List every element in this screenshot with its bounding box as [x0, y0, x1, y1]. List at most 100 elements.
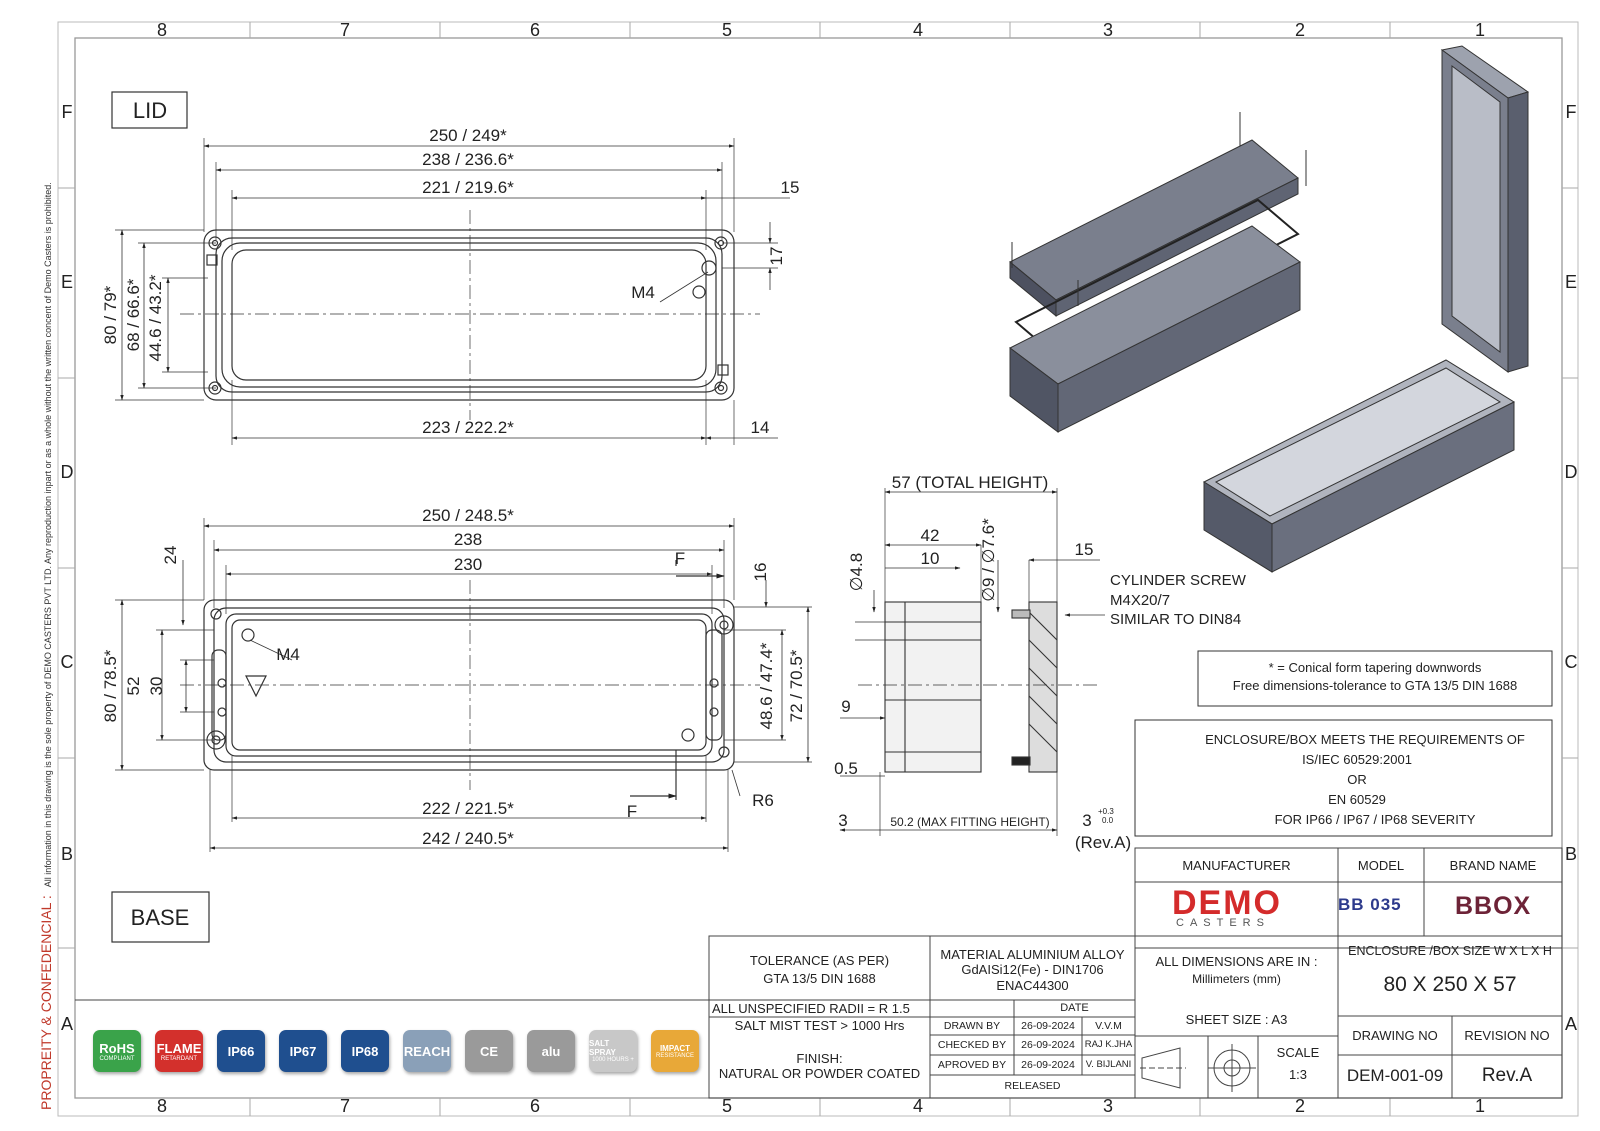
badge-ce: CE	[465, 1030, 513, 1072]
demo-logo: DEMO	[1172, 884, 1282, 922]
col-label: 7	[340, 20, 350, 40]
row-label: A	[1565, 1014, 1577, 1034]
section-dimension-text: 57 (TOTAL HEIGHT) 42 10 ∅4.8 ∅9 / ∅7.6* …	[834, 473, 1247, 852]
drawing-no-value: DEM-001-09	[1346, 1065, 1444, 1085]
dims-value: Millimeters (mm)	[1192, 971, 1281, 986]
badge-label: RoHS	[99, 1040, 135, 1056]
lid-dimension-text: LID 250 / 249* 238 / 236.6* 221 / 219.6*…	[101, 98, 799, 437]
lid-dim-bottom: 223 / 222.2*	[422, 418, 514, 437]
section-dim-3b: 3	[1082, 811, 1091, 830]
row-label: B	[1565, 844, 1577, 864]
frame-labels: 8 7 6 5 4 3 2 1 8 7 6 5 4 3 2 1 F E D C …	[61, 20, 1578, 1116]
drawn-by-name: V.V.M	[1095, 1019, 1122, 1032]
badge-label: CE	[479, 1043, 499, 1059]
col-label: 1	[1475, 1096, 1485, 1116]
section-rev: (Rev.A)	[1075, 833, 1131, 852]
base-dim-r6: R6	[752, 791, 774, 810]
section-dim-9: ∅9 / ∅7.6*	[979, 518, 998, 602]
badge-alu: alu	[527, 1030, 575, 1072]
base-dim-rh1: 48.6 / 47.4*	[757, 642, 776, 729]
section-fitting-height: 50.2 (MAX FITTING HEIGHT)	[890, 815, 1049, 829]
base-dim-h3: 30	[147, 677, 166, 696]
section-tol-lo: 0.0	[1102, 816, 1114, 825]
row-label: B	[61, 844, 73, 864]
base-dimension-text: BASE 250 / 248.5* 238 230 24 16 F F 80 /…	[101, 506, 806, 930]
col-label: 6	[530, 20, 540, 40]
date-header: DATE	[1060, 1002, 1089, 1015]
base-section-f-top: F	[675, 549, 685, 568]
note-req-5: FOR IP66 / IP67 / IP68 SEVERITY	[1275, 812, 1476, 827]
section-total-height: 57 (TOTAL HEIGHT)	[892, 473, 1049, 492]
box-size-value: 80 X 250 X 57	[1383, 972, 1517, 996]
title-block-grid	[75, 847, 1563, 1099]
row-label: C	[1565, 652, 1578, 672]
dimensions-unit-cell: ALL DIMENSIONS ARE IN : Millimeters (mm)	[1135, 940, 1338, 1000]
base-dim-16: 16	[751, 563, 770, 582]
material-line-2: GdAISi12(Fe) - DIN1706	[961, 962, 1104, 978]
lid-dim-h1: 80 / 79*	[101, 285, 120, 344]
screw-note-1: CYLINDER SCREW	[1110, 572, 1247, 589]
note-req-3: OR	[1347, 772, 1367, 787]
badge-label: FLAME	[156, 1040, 202, 1056]
row-label: E	[61, 272, 73, 292]
confidentiality-text: All information in this drawing is the s…	[43, 182, 53, 888]
badge-label: alu	[541, 1043, 561, 1059]
tolerance-cell: TOLERANCE (AS PER) GTA 13/5 DIN 1688	[709, 940, 930, 1000]
sheet-size: SHEET SIZE : A3	[1185, 1012, 1288, 1028]
revision-no-value: Rev.A	[1481, 1065, 1533, 1087]
material-line-1: MATERIAL ALUMINIUM ALLOY	[940, 946, 1125, 962]
badge-sub-label: COMPLIANT	[99, 1055, 135, 1062]
row-label: D	[61, 462, 74, 482]
base-section-f-bottom: F	[627, 802, 637, 821]
scale-header: SCALE	[1276, 1045, 1320, 1061]
col-label: 4	[913, 20, 923, 40]
base-dim-h1: 80 / 78.5*	[101, 649, 120, 722]
confidentiality-note: PROPREITY & CONFEDENCIAL : All informati…	[38, 182, 54, 1110]
col-label: 5	[722, 1096, 732, 1116]
base-dim-w3: 230	[454, 555, 482, 574]
badge-ip68: IP68	[341, 1030, 389, 1072]
lid-m4-label: M4	[631, 283, 655, 302]
badge-label: IP66	[227, 1043, 255, 1059]
lid-dim-w3: 221 / 219.6*	[422, 178, 514, 197]
row-label: A	[61, 1014, 73, 1034]
lid-dim-15: 15	[781, 178, 800, 197]
checked-by-date: 26-09-2024	[1021, 1038, 1075, 1051]
col-label: 4	[913, 1096, 923, 1116]
note-req-1: ENCLOSURE/BOX MEETS THE REQUIREMENTS OF	[1205, 732, 1525, 747]
section-dim-05: 0.5	[834, 759, 858, 778]
frame-ticks	[58, 22, 1578, 1116]
row-label: E	[1565, 272, 1577, 292]
lid-view	[111, 91, 790, 445]
material-cell: MATERIAL ALUMINIUM ALLOY GdAISi12(Fe) - …	[930, 940, 1135, 1000]
model-value: BB 035	[1338, 895, 1402, 914]
isometric-open-view	[1202, 45, 1530, 573]
radii-note: ALL UNSPECIFIED RADII = R 1.5	[712, 1000, 910, 1016]
lid-dim-h3: 44.6 / 43.2*	[146, 274, 165, 361]
col-label: 8	[157, 20, 167, 40]
col-label: 2	[1295, 20, 1305, 40]
lid-dim-h2: 68 / 66.6*	[124, 278, 143, 351]
badge-ip67: IP67	[279, 1030, 327, 1072]
section-dim-10: 10	[921, 549, 940, 568]
drawn-by-date: 26-09-2024	[1021, 1019, 1075, 1032]
lid-dim-w1: 250 / 249*	[429, 126, 507, 145]
finish-cell: FINISH: NATURAL OR POWDER COATED	[709, 1042, 930, 1092]
base-dim-rh2: 72 / 70.5*	[787, 649, 806, 722]
badge-label: IP67	[289, 1043, 317, 1059]
col-label: 6	[530, 1096, 540, 1116]
casters-logo-text: CASTERS	[1176, 917, 1270, 929]
badge-label: IMPACT	[659, 1043, 691, 1053]
material-line-3: ENAC44300	[996, 977, 1069, 993]
base-dim-h2: 52	[124, 677, 143, 696]
base-label: BASE	[131, 905, 190, 930]
col-label: 3	[1103, 20, 1113, 40]
finish-label: FINISH:	[796, 1051, 843, 1067]
brand-header: BRAND NAME	[1449, 858, 1537, 874]
section-tol-hi: +0.3	[1098, 807, 1114, 816]
row-label: F	[1566, 102, 1577, 122]
